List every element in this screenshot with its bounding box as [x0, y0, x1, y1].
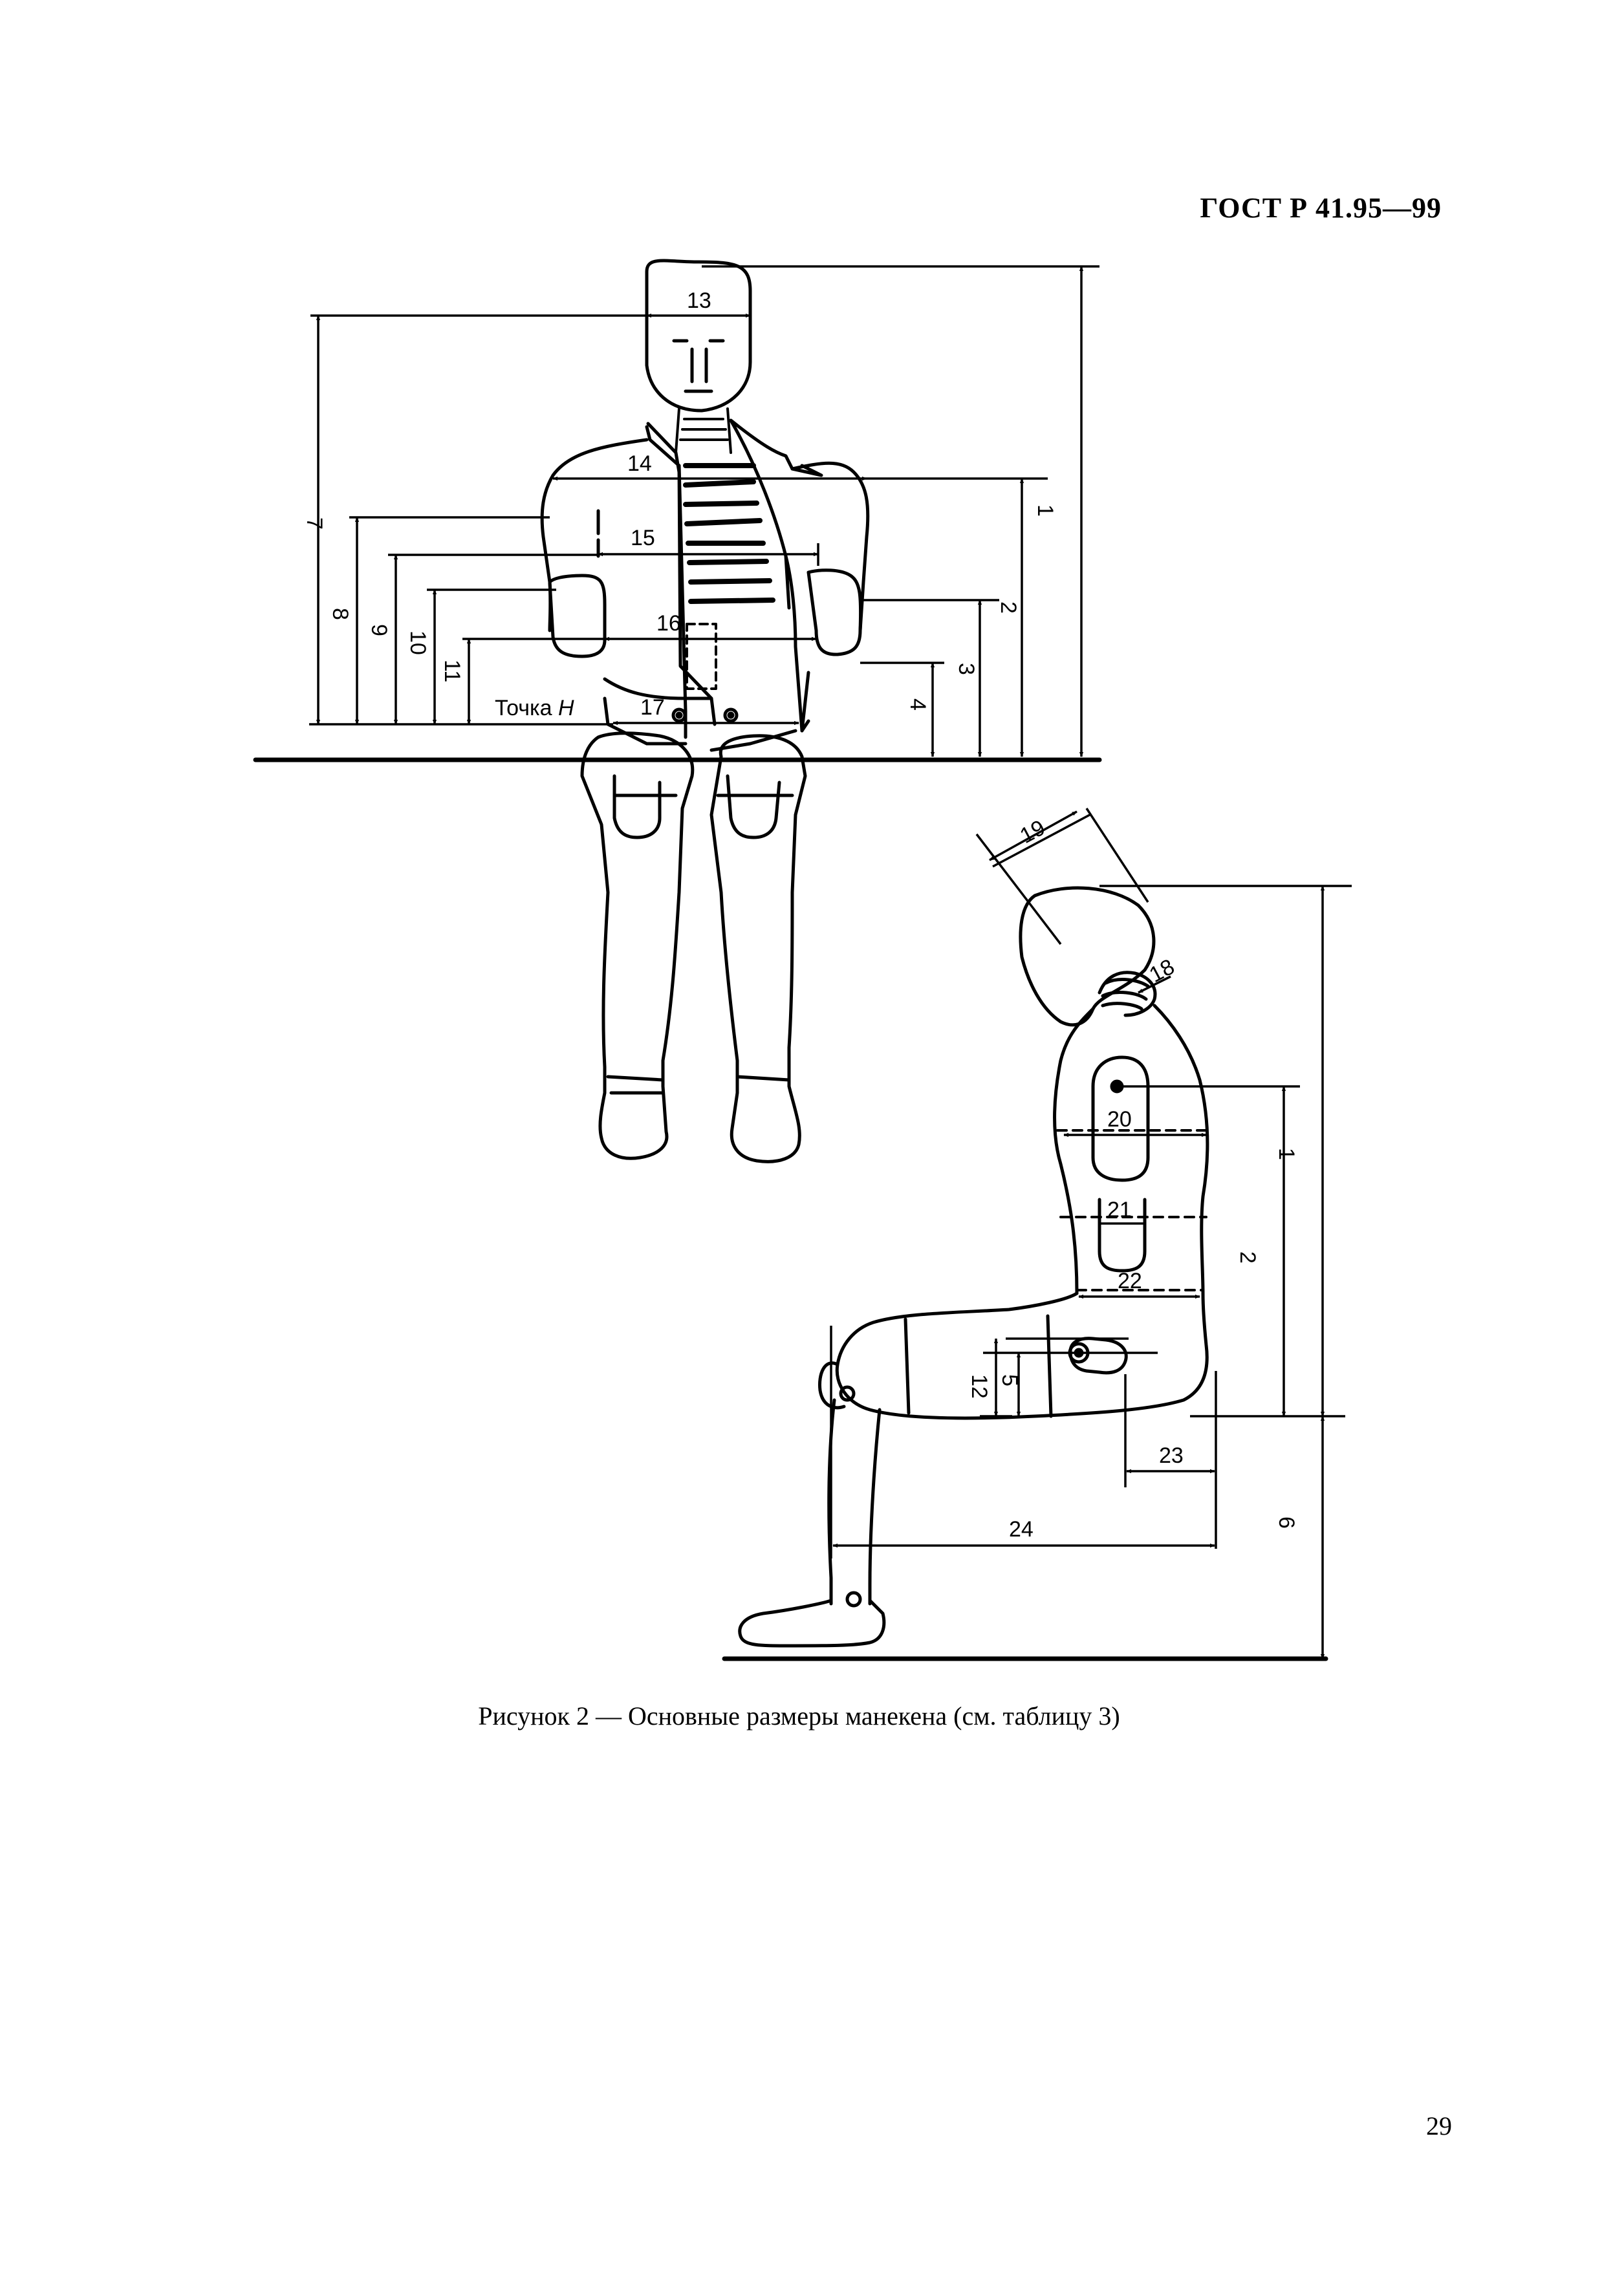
- front-label-13: 13: [687, 288, 711, 313]
- front-label-9: 9: [367, 624, 391, 636]
- figure-caption: Рисунок 2 — Основные размеры манекена (с…: [0, 1701, 1624, 1731]
- front-label-7: 7: [302, 517, 327, 530]
- side-ankle-joint: [845, 1591, 862, 1608]
- side-torso-slot: [1091, 1055, 1150, 1182]
- front-label-4: 4: [905, 698, 930, 711]
- front-label-3: 3: [954, 663, 979, 675]
- front-right-leg: [709, 734, 807, 1163]
- front-left-foot: [606, 1075, 665, 1095]
- front-label-10: 10: [406, 631, 430, 655]
- front-label-16: 16: [656, 611, 681, 636]
- front-chest-dashed-box: [686, 623, 717, 690]
- side-label-23: 23: [1159, 1443, 1184, 1468]
- front-left-leg: [580, 731, 695, 1160]
- side-view: [722, 886, 1328, 1661]
- side-label-6: 6: [1274, 1516, 1299, 1529]
- side-pelvis: [835, 1291, 1209, 1420]
- side-label-20: 20: [1107, 1107, 1132, 1132]
- side-dimension-labels: 19 18 20 21 22 23 24 1 2 6 12 5: [967, 815, 1299, 1542]
- side-label-21: 21: [1107, 1198, 1132, 1222]
- front-label-15: 15: [631, 526, 655, 550]
- front-right-arm: [790, 461, 870, 632]
- front-label-11: 11: [440, 660, 464, 682]
- side-label-5: 5: [997, 1374, 1022, 1386]
- side-knee-joint: [839, 1385, 856, 1402]
- front-right-hand: [807, 568, 863, 656]
- front-label-2: 2: [996, 601, 1021, 614]
- front-lapel: [677, 464, 717, 726]
- side-lower-leg: [827, 1398, 882, 1606]
- side-label-12: 12: [967, 1374, 991, 1399]
- front-left-knee-plate: [612, 774, 678, 839]
- front-right-knee-plate: [716, 774, 794, 839]
- front-chest-stripes: [683, 463, 775, 604]
- front-neck: [675, 407, 732, 454]
- side-torso-slot-lower: [1098, 1214, 1147, 1273]
- side-dimensions: [830, 808, 1352, 1659]
- side-thigh-marks: [904, 1314, 1053, 1418]
- front-dimensions: [309, 265, 1099, 757]
- front-label-14: 14: [627, 451, 652, 476]
- front-face-nose: [690, 347, 708, 383]
- side-head: [1019, 886, 1156, 1027]
- side-label-2: 2: [1235, 1251, 1260, 1264]
- front-left-hand: [548, 574, 607, 658]
- front-label-1: 1: [1033, 504, 1057, 517]
- front-label-17: 17: [640, 695, 665, 720]
- side-neck: [1098, 971, 1157, 1017]
- front-label-point-h-prefix: Точка: [495, 696, 552, 720]
- front-right-foot: [735, 1075, 791, 1082]
- front-view: [253, 259, 1102, 1163]
- front-label-point-h: Точка H: [495, 696, 574, 720]
- front-dimension-labels: 13 14 15 16 17 Точка H 7 8 9 10 11 1 2 3…: [302, 288, 1057, 720]
- side-torso: [1053, 1004, 1209, 1295]
- page-header: ГОСТ Р 41.95—99: [1200, 192, 1442, 224]
- page-number: 29: [1426, 2111, 1452, 2140]
- figure-caption-text: Рисунок 2 — Основные размеры манекена (с…: [478, 1701, 1120, 1731]
- side-foot: [738, 1599, 886, 1648]
- side-label-22: 22: [1118, 1269, 1142, 1293]
- front-head: [645, 259, 752, 413]
- front-label-point-h-letter: H: [558, 696, 574, 720]
- side-label-24: 24: [1009, 1517, 1034, 1542]
- front-hip: [603, 671, 810, 752]
- front-label-8: 8: [328, 608, 352, 620]
- side-label-1: 1: [1274, 1148, 1299, 1160]
